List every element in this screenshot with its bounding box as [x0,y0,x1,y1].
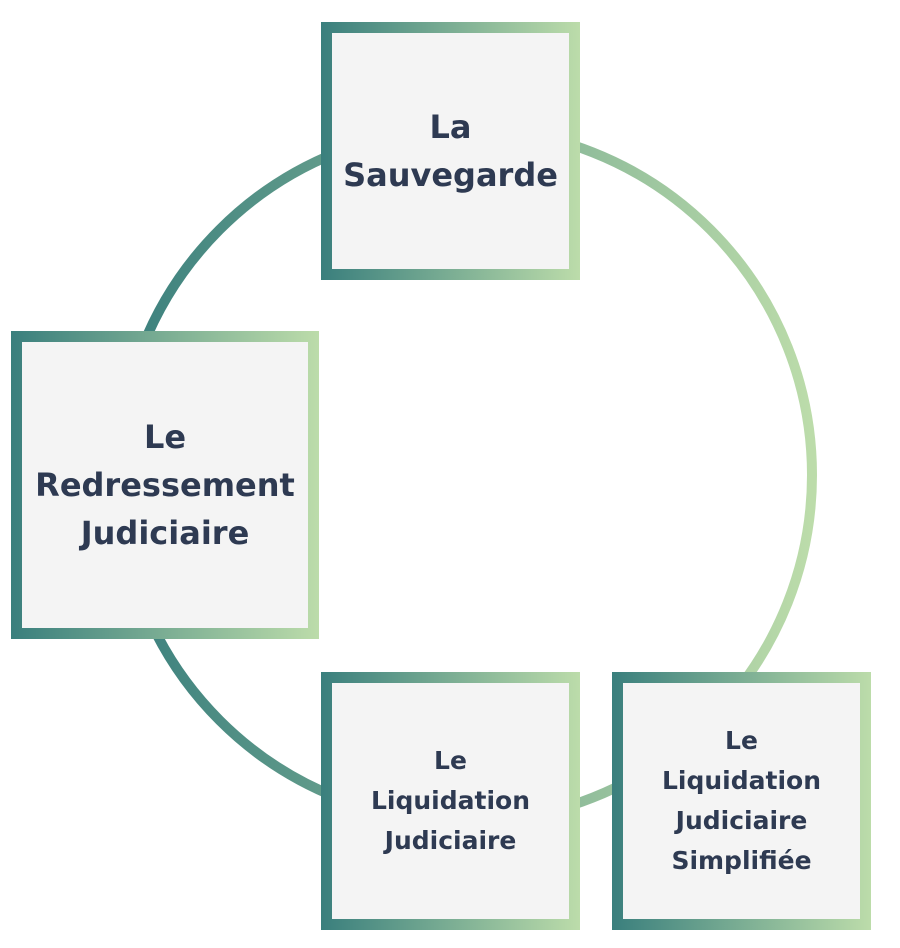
node-liquidation-judiciaire-simplifiee: Le Liquidation Judiciaire Simplifiée [612,672,871,930]
node-text-line: Liquidation [370,786,531,815]
node-liquidation-judiciaire: Le Liquidation Judiciaire [321,672,580,930]
node-text-line: La [429,108,472,146]
node-text-line: Judiciaire [675,806,808,835]
node-text-line: Judiciaire [384,826,517,855]
node-text-line: Simplifiée [671,846,812,875]
node-text-line: Redressement [35,466,295,504]
node-text-line: Sauvegarde [343,156,558,194]
node-text-line: Le [434,746,467,775]
node-text-line: Liquidation [661,766,822,795]
node-redressement-judiciaire: Le Redressement Judiciaire [11,331,319,639]
node-text-line: Judiciaire [80,514,250,552]
node-text-line: Le [725,726,758,755]
node-text-line: Le [143,418,187,456]
node-sauvegarde: La Sauvegarde [321,22,580,280]
